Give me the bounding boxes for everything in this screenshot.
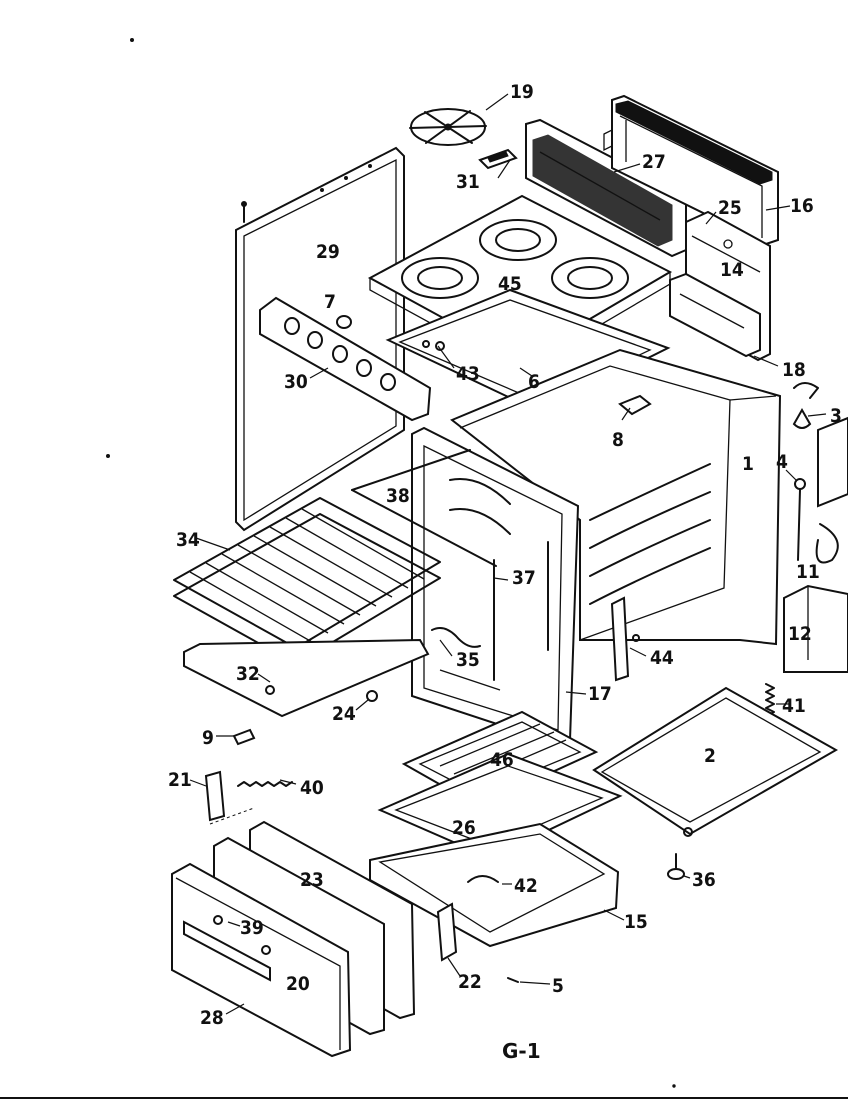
callout-20: 20 bbox=[286, 973, 310, 995]
door-outer-part-20 bbox=[171, 862, 352, 1058]
knob-part-7 bbox=[336, 315, 352, 329]
callout-27: 27 bbox=[642, 151, 666, 173]
speck-1 bbox=[130, 38, 134, 42]
callout-44: 44 bbox=[650, 647, 674, 669]
panel-part-18 bbox=[669, 272, 761, 358]
control-panel-part-30 bbox=[259, 296, 432, 422]
callout-39: 39 bbox=[240, 917, 264, 939]
clip-part-9 bbox=[232, 728, 256, 746]
callout-29: 29 bbox=[316, 241, 340, 263]
callout-32: 32 bbox=[236, 663, 260, 685]
callout-16: 16 bbox=[790, 195, 814, 217]
callout-23: 23 bbox=[300, 869, 324, 891]
screw-part-5 bbox=[507, 977, 519, 983]
callout-41: 41 bbox=[782, 695, 806, 717]
rack-support-part-38 bbox=[351, 449, 497, 567]
callout-19: 19 bbox=[510, 81, 534, 103]
callout-35: 35 bbox=[456, 649, 480, 671]
callout-15: 15 bbox=[624, 911, 648, 933]
speck-3 bbox=[672, 1084, 676, 1088]
callout-45: 45 bbox=[498, 273, 522, 295]
callout-42: 42 bbox=[514, 875, 538, 897]
screw-part-43 bbox=[422, 340, 445, 351]
spring-part-40 bbox=[237, 781, 293, 787]
backguard-part-27 bbox=[525, 118, 687, 258]
callout-3-cutoff: 3 bbox=[830, 405, 842, 427]
switch-part-4 bbox=[794, 478, 806, 561]
callout-21: 21 bbox=[168, 769, 192, 791]
wire-part-11 bbox=[815, 523, 839, 564]
callout-5: 5 bbox=[552, 975, 564, 997]
bracket-part-31 bbox=[478, 148, 518, 170]
bracket-part-44 bbox=[610, 596, 640, 682]
callout-26: 26 bbox=[452, 817, 476, 839]
callout-9: 9 bbox=[202, 727, 214, 749]
callout-46: 46 bbox=[490, 749, 514, 771]
callout-30: 30 bbox=[284, 371, 308, 393]
callout-18: 18 bbox=[782, 359, 806, 381]
callout-25: 25 bbox=[718, 197, 742, 219]
clip-part-35 bbox=[431, 627, 481, 648]
callout-24: 24 bbox=[332, 703, 356, 725]
callout-28: 28 bbox=[200, 1007, 224, 1029]
clip-part-42 bbox=[467, 875, 499, 883]
knob-part-3 bbox=[792, 382, 819, 429]
callout-7: 7 bbox=[324, 291, 336, 313]
callout-31: 31 bbox=[456, 171, 480, 193]
callout-6: 6 bbox=[528, 371, 540, 393]
callout-2: 2 bbox=[704, 745, 716, 767]
callout-4: 4 bbox=[776, 451, 788, 473]
pan-part-32 bbox=[183, 638, 430, 718]
callout-34: 34 bbox=[176, 529, 200, 551]
callout-14: 14 bbox=[720, 259, 744, 281]
grate-part-19 bbox=[409, 108, 487, 146]
callout-labels: 19 27 16 31 25 29 14 45 7 43 6 18 30 8 1… bbox=[168, 81, 842, 1029]
callout-1: 1 bbox=[742, 453, 754, 475]
bracket-right-edge bbox=[817, 416, 848, 508]
callout-11: 11 bbox=[796, 561, 820, 583]
screw-part-39 bbox=[213, 915, 271, 955]
callout-38: 38 bbox=[386, 485, 410, 507]
grommet-part-24 bbox=[366, 690, 378, 702]
callout-17: 17 bbox=[588, 683, 612, 705]
rod-part-37 bbox=[493, 541, 549, 681]
callout-12: 12 bbox=[788, 623, 812, 645]
leader-lines bbox=[189, 93, 827, 1015]
trim-part-16 bbox=[611, 94, 779, 246]
figure-caption: G-1 bbox=[502, 1039, 541, 1063]
bottom-panel-part-2 bbox=[592, 686, 839, 837]
hinge-part-21 bbox=[204, 770, 226, 822]
callout-40: 40 bbox=[300, 777, 324, 799]
callout-8: 8 bbox=[612, 429, 624, 451]
leveler-part-36 bbox=[667, 853, 685, 880]
hinge-part-22 bbox=[436, 902, 458, 962]
body-part-1 bbox=[450, 348, 782, 646]
callout-22: 22 bbox=[458, 971, 482, 993]
speck-2 bbox=[106, 454, 110, 458]
callout-36: 36 bbox=[692, 869, 716, 891]
block-part-12 bbox=[783, 584, 848, 673]
oven-rack-part-34 bbox=[173, 497, 441, 665]
callout-43: 43 bbox=[456, 363, 480, 385]
callout-37: 37 bbox=[512, 567, 536, 589]
